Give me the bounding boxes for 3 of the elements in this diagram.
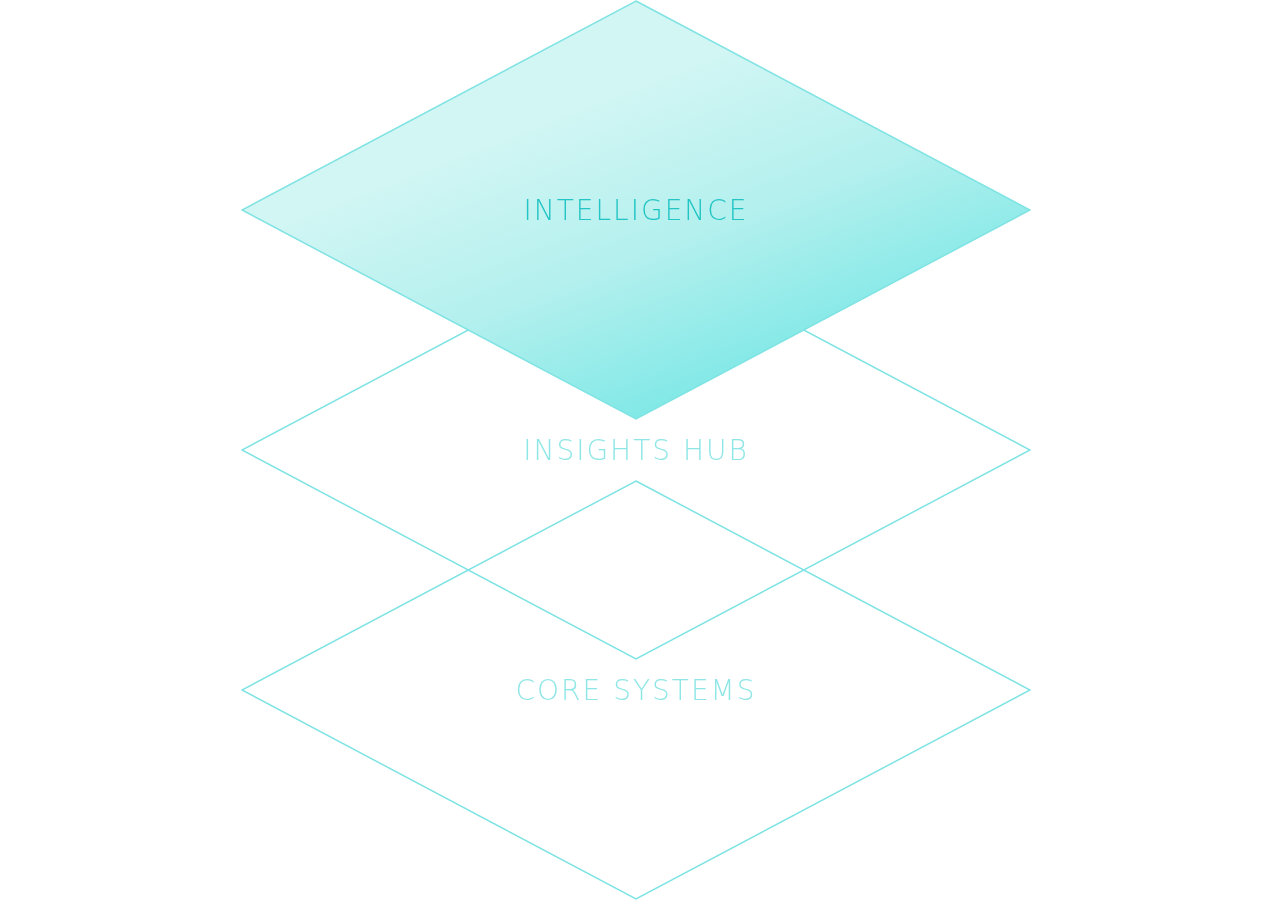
- layer-label: INSIGHTS HUB: [523, 433, 749, 467]
- layer-label: INTELLIGENCE: [523, 193, 749, 227]
- layer-label: CORE SYSTEMS: [515, 673, 757, 707]
